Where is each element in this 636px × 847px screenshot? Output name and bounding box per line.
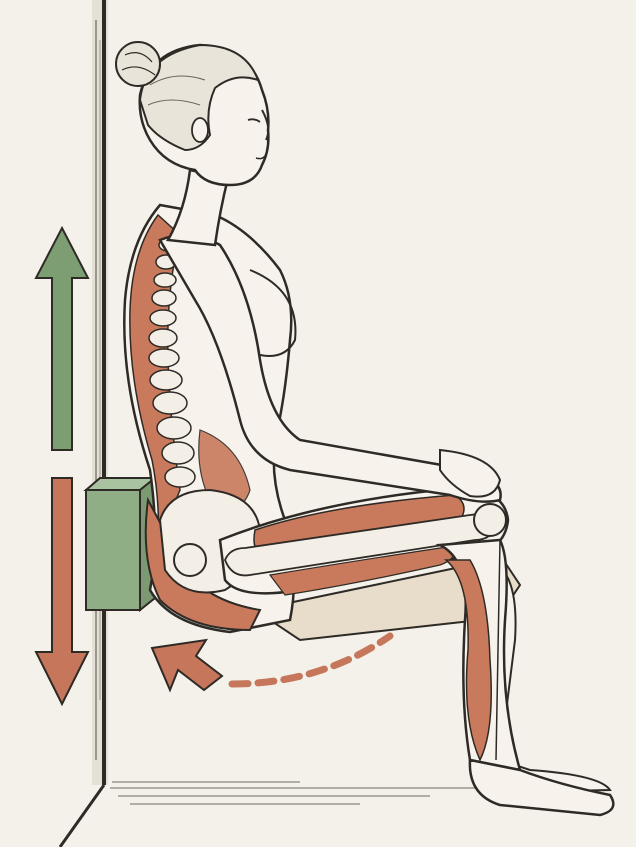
yoga-block: [86, 478, 155, 610]
hair-bun: [116, 42, 160, 86]
ear: [192, 118, 208, 142]
